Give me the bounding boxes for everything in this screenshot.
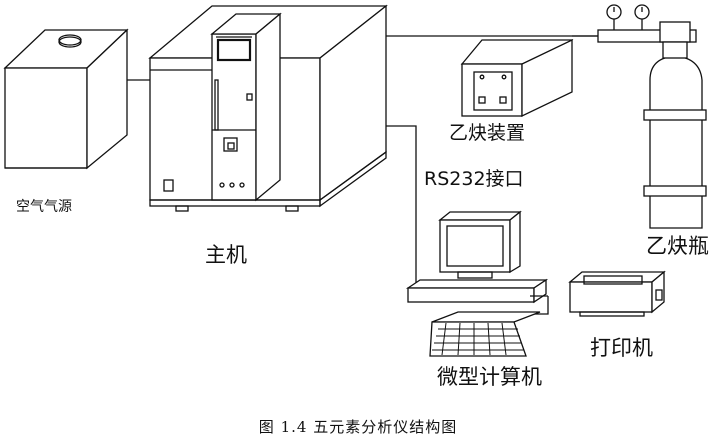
printer-device (568, 270, 666, 317)
air-source-device (3, 28, 129, 170)
acetylene-device-label: 乙炔装置 (449, 122, 526, 144)
air-source-label: 空气气源 (16, 199, 72, 215)
computer-device (405, 210, 549, 357)
main-unit-label: 主机 (205, 243, 247, 267)
computer-label: 微型计算机 (437, 365, 542, 389)
main-unit-device (148, 4, 388, 212)
rs232-label: RS232接口 (424, 168, 524, 190)
acetylene-bottle-label: 乙炔瓶 (646, 234, 709, 258)
acetylene-bottle (572, 4, 707, 229)
acetylene-device (460, 38, 574, 118)
printer-label: 打印机 (590, 336, 653, 360)
figure-caption: 图 1.4 五元素分析仪结构图 (258, 418, 458, 436)
rs232-line (386, 125, 417, 289)
